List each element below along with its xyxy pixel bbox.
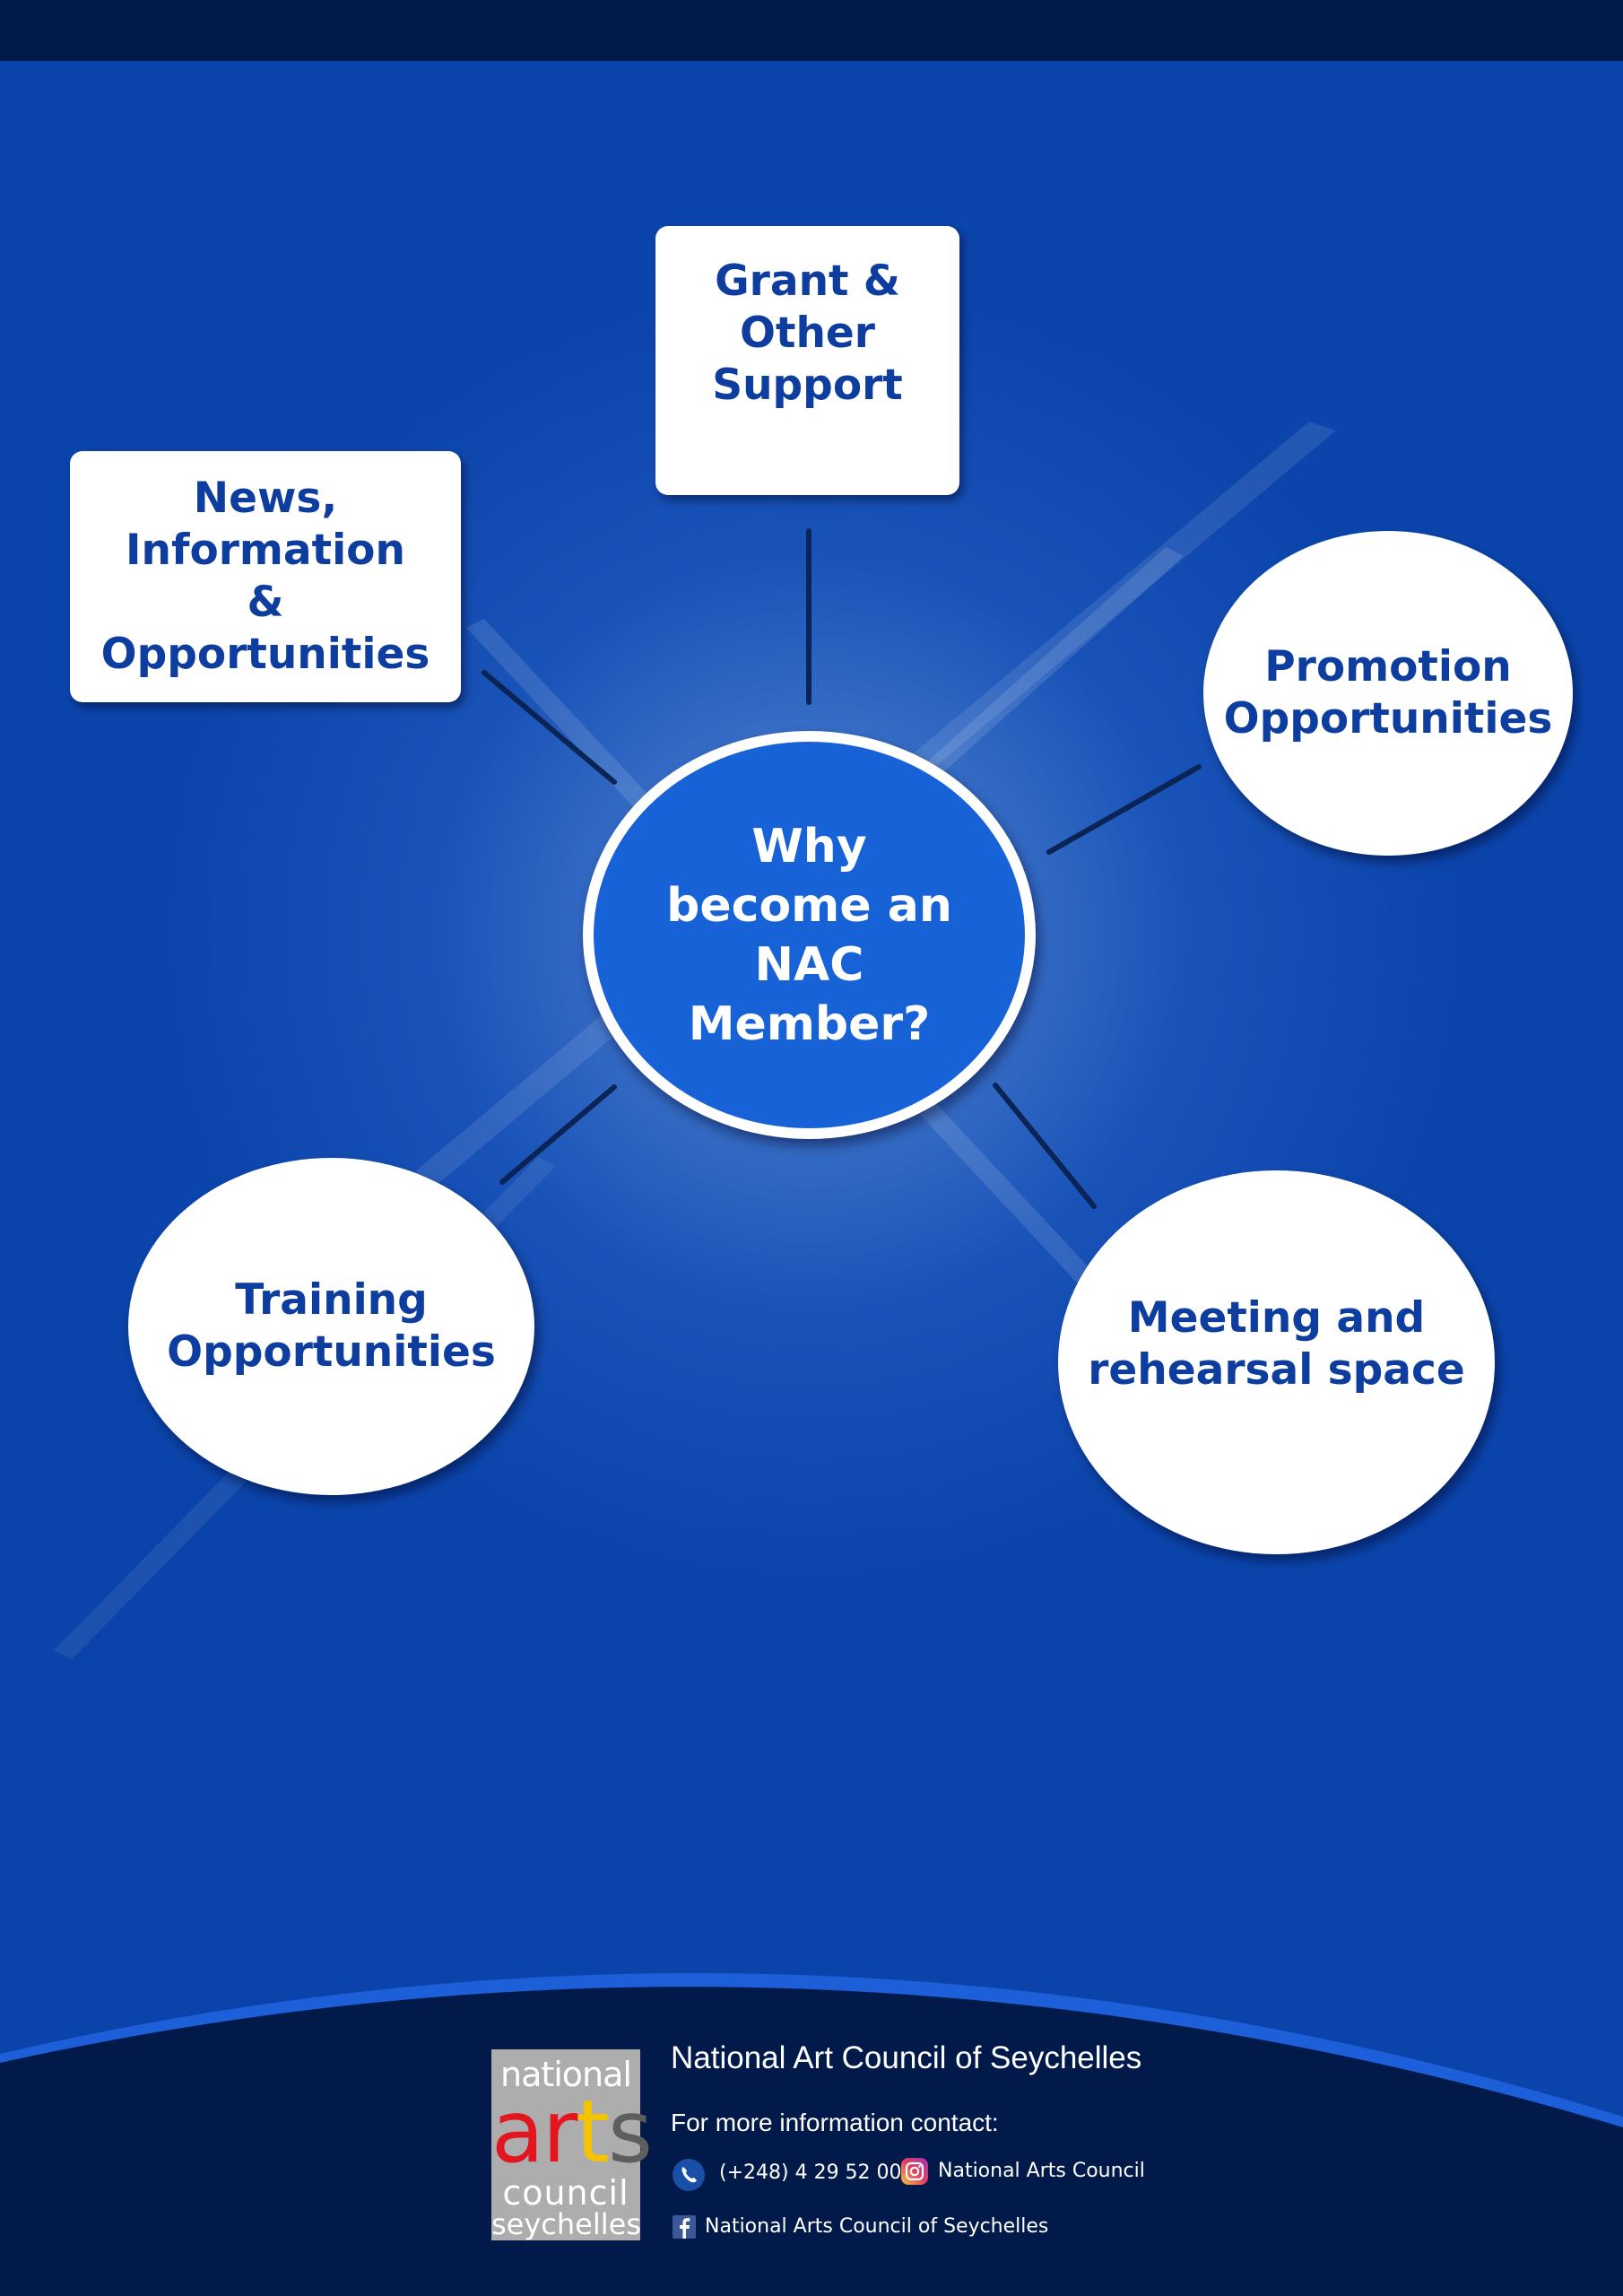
promotion-opportunities-oval: Promotion Opportunities <box>1203 531 1573 856</box>
phone-icon <box>673 2159 705 2191</box>
connector-meeting <box>993 1083 1097 1209</box>
top-bar <box>0 0 1623 61</box>
contact-heading: For more information contact: <box>671 2109 999 2136</box>
organization-name: National Art Council of Seychelles <box>671 2040 1142 2075</box>
grant-support-box: Grant & Other Support <box>655 226 959 495</box>
news-information-box: News, Information & Opportunities <box>70 451 461 702</box>
center-question: Why become an NAC Member? <box>594 742 1025 1128</box>
connector-promotion <box>1046 764 1202 855</box>
news-information-label: News, Information & Opportunities <box>100 474 430 679</box>
meeting-rehearsal-label: Meeting and rehearsal space <box>1088 1293 1465 1395</box>
nac-logo: national arts council seychelles <box>491 2049 653 2241</box>
phone-number[interactable]: (+248) 4 29 52 00 <box>719 2161 902 2184</box>
logo-council-text: council <box>502 2173 629 2213</box>
promotion-opportunities-label: Promotion Opportunities <box>1223 642 1553 744</box>
connector-news <box>482 670 617 785</box>
connector-training <box>499 1084 617 1185</box>
training-opportunities-oval: Training Opportunities <box>128 1158 534 1495</box>
logo-seychelles-text: seychelles <box>491 2207 641 2241</box>
meeting-rehearsal-oval: Meeting and rehearsal space <box>1058 1170 1495 1554</box>
center-question-label: Why become an NAC Member? <box>666 819 952 1051</box>
center-oval: Why become an NAC Member? <box>583 731 1036 1139</box>
instagram-handle[interactable]: National Arts Council <box>938 2160 1145 2182</box>
instagram-icon <box>901 2158 928 2185</box>
logo-national-text: national <box>499 2055 632 2094</box>
facebook-icon <box>673 2215 696 2239</box>
training-opportunities-label: Training Opportunities <box>167 1275 496 1377</box>
facebook-page[interactable]: National Arts Council of Seychelles <box>705 2215 1049 2238</box>
footer-wave <box>0 1973 1623 2296</box>
logo-arts-text: arts <box>491 2082 653 2182</box>
grant-support-label: Grant & Other Support <box>712 257 903 410</box>
